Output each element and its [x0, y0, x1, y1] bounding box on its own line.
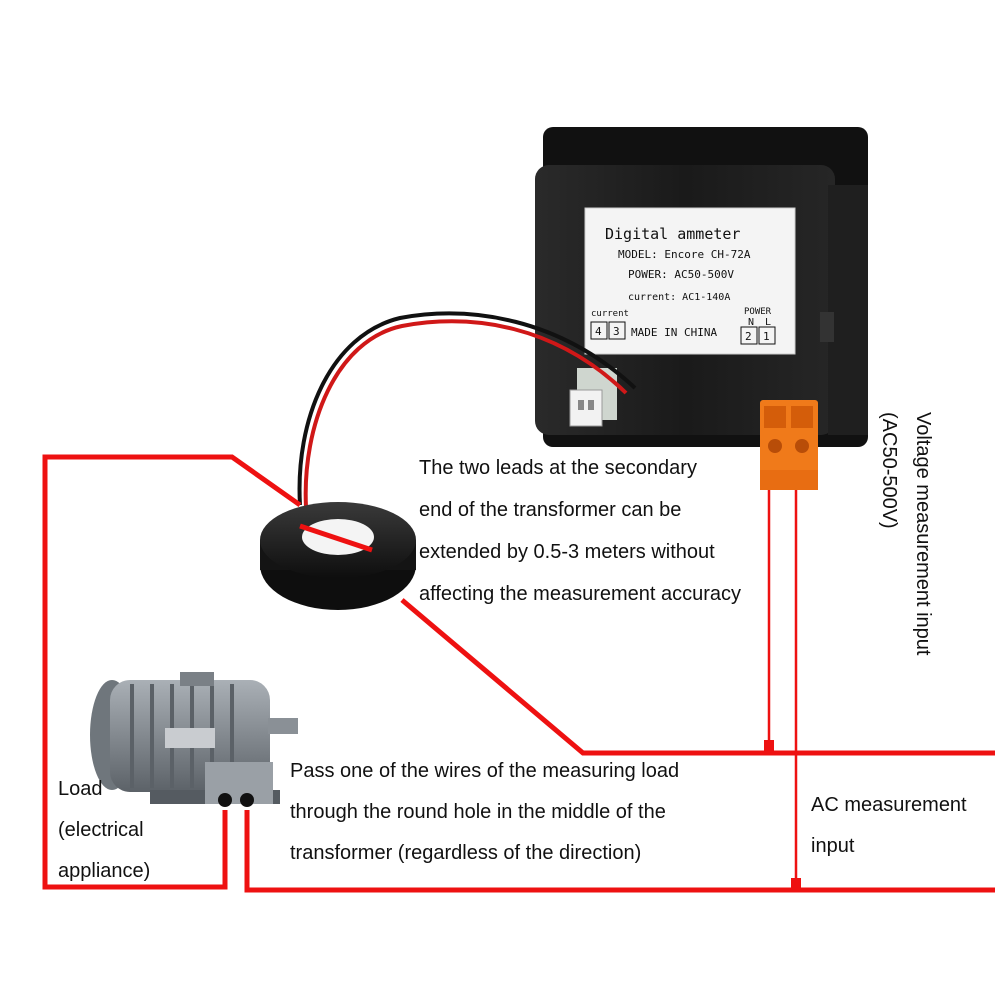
connector-pin [588, 400, 594, 410]
label-title: Digital ammeter [605, 225, 740, 243]
load-wiring [42, 454, 995, 893]
terminal-2-label: 2 [745, 330, 752, 343]
transformer-note: The two leads at the secondary end of th… [419, 447, 741, 615]
wire-through-hole [299, 523, 373, 553]
motor-shaft [268, 718, 298, 734]
motor-fin [150, 684, 154, 788]
secondary-leads [297, 311, 637, 508]
terminal-screw-slot [764, 406, 786, 428]
load-note-line: transformer (regardless of the direction… [290, 842, 642, 864]
wire-live-right [400, 598, 995, 756]
terminal-4-label: 4 [595, 325, 602, 338]
transformer-note-line: end of the transformer can be [419, 499, 682, 521]
label-power: POWER: AC50-500V [628, 268, 734, 281]
terminal-screw-slot [791, 406, 813, 428]
mounting-clip [820, 312, 834, 342]
label-made-in: MADE IN CHINA [631, 326, 717, 339]
motor-fin [230, 684, 234, 788]
load-label-line: appliance) [58, 860, 151, 882]
current-connector-plug [569, 389, 603, 427]
label-model: MODEL: Encore CH-72A [618, 248, 751, 261]
voltage-input-range: (AC50-500V) [878, 412, 900, 529]
label-power-l: L [765, 317, 771, 328]
label-current-terminals: current [591, 309, 629, 319]
load-label-line: (electrical [58, 819, 144, 841]
terminal-3-label: 3 [613, 325, 620, 338]
motor-fin [130, 684, 134, 788]
terminal-4-box [590, 321, 608, 340]
terminal-3-box [608, 321, 626, 340]
label-power-n: N [748, 317, 754, 328]
terminal-screw [795, 439, 809, 453]
transformer-note-line: affecting the measurement accuracy [419, 583, 742, 605]
motor-terminal [218, 793, 232, 807]
terminal-2-box [740, 326, 758, 345]
motor-nameplate [165, 728, 215, 748]
label-power-terminals: POWER [744, 307, 772, 317]
meter-side [828, 185, 868, 435]
label-plate [584, 207, 796, 355]
wire-live-left [42, 454, 302, 890]
load-label: Load (electrical appliance) [58, 769, 150, 892]
terminal-screw [768, 439, 782, 453]
secondary-lead-red [303, 319, 628, 508]
ammeter: Digital ammeter MODEL: Encore CH-72A POW… [535, 127, 868, 447]
ac-input-label: AC measurement input [811, 785, 967, 867]
voltage-input-label: Voltage measurement input (AC50-500V) [870, 412, 940, 712]
motor-lifting-eye [180, 672, 214, 686]
label-current: current: AC1-140A [628, 292, 730, 303]
ac-input-line: AC measurement [811, 794, 967, 816]
motor-terminal [240, 793, 254, 807]
voltage-input-wires [767, 470, 798, 884]
terminal-block-base [760, 470, 818, 490]
transformer-note-line: extended by 0.5-3 meters without [419, 541, 715, 563]
connector-pin [578, 400, 584, 410]
current-transformer [260, 502, 416, 610]
voltage-input-title: Voltage measurement input [912, 412, 934, 656]
motor-load [90, 672, 298, 807]
load-note: Pass one of the wires of the measuring l… [290, 751, 679, 874]
load-note-line: Pass one of the wires of the measuring l… [290, 760, 680, 782]
ac-input-line: input [811, 835, 855, 857]
voltage-tap-2 [791, 878, 801, 890]
secondary-lead-black [297, 311, 637, 506]
wire-neutral [244, 810, 995, 893]
meter-label: Digital ammeter MODEL: Encore CH-72A POW… [584, 207, 796, 355]
voltage-tap-1 [764, 740, 774, 753]
transformer-note-line: The two leads at the secondary [419, 457, 697, 479]
terminal-1-box [758, 326, 776, 345]
load-label-line: Load [58, 778, 103, 800]
motor-terminal-box [205, 762, 273, 804]
load-note-line: through the round hole in the middle of … [290, 801, 666, 823]
terminal-1-label: 1 [763, 330, 770, 343]
voltage-terminal-block [760, 400, 818, 490]
